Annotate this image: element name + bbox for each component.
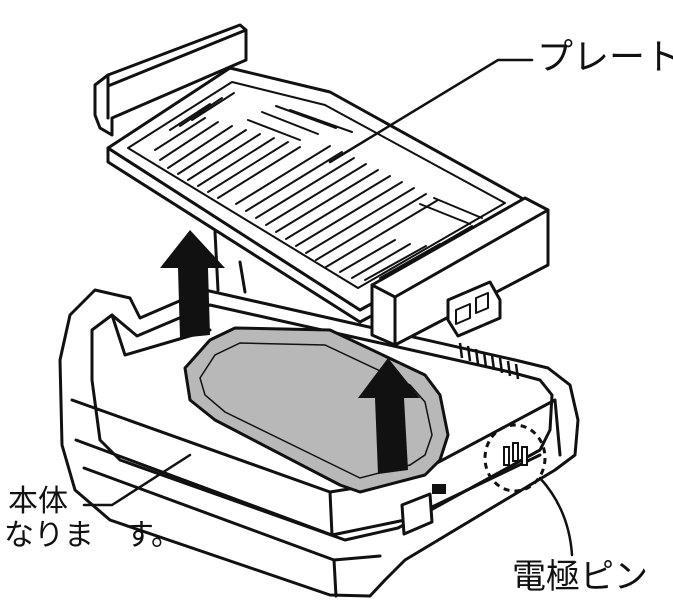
plate-label: プレート bbox=[537, 37, 673, 78]
lift-arrow-right bbox=[358, 358, 420, 474]
callout-lines bbox=[82, 58, 574, 557]
plate-leader-line bbox=[328, 58, 534, 164]
grill-plate bbox=[93, 23, 550, 347]
electrode-pin-label: 電極ピン bbox=[512, 557, 648, 597]
body-note-label: なりま す。 bbox=[4, 518, 181, 553]
lift-arrow-left bbox=[160, 230, 225, 338]
body-label: 本体 bbox=[8, 484, 68, 519]
electrode-pin-area bbox=[458, 342, 547, 493]
pin-leader-line bbox=[538, 476, 574, 557]
electrode-pin-highlight bbox=[483, 423, 547, 493]
body-leader-line bbox=[82, 453, 192, 507]
